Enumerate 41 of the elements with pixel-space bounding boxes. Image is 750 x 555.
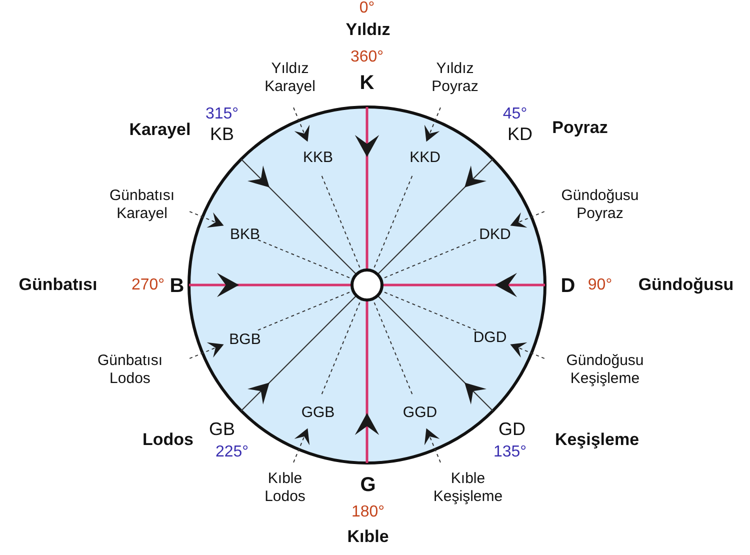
degree-label: 0° (359, 0, 375, 18)
direction-letter: K (360, 71, 374, 95)
degree-label: 225° (215, 442, 249, 462)
direction-abbreviation: BKB (230, 226, 260, 244)
wind-name: Gündoğusu Poyraz (561, 187, 639, 223)
wind-name: Karayel (129, 120, 191, 140)
wind-name: Yıldız Karayel (264, 60, 316, 96)
degree-label: 360° (350, 47, 384, 67)
direction-abbreviation: DGD (473, 329, 507, 347)
degree-label: 45° (502, 104, 528, 124)
direction-abbreviation: GGD (402, 404, 438, 422)
degree-label: 135° (493, 442, 527, 462)
wind-name: Gündoğusu Keşişleme (566, 352, 644, 388)
degree-label: 315° (205, 104, 239, 124)
degree-label: 90° (588, 275, 612, 295)
wind-name: Günbatısı Lodos (97, 352, 163, 388)
wind-name: Günbatısı Karayel (109, 187, 175, 223)
direction-abbreviation: KB (210, 124, 234, 146)
direction-letter: D (560, 274, 576, 298)
degree-label: 270° (131, 275, 165, 295)
wind-name: Gündoğusu (638, 274, 734, 296)
direction-letter: G (360, 473, 376, 497)
direction-abbreviation: KKB (303, 149, 333, 167)
wind-name: Kıble Lodos (264, 470, 306, 506)
direction-abbreviation: KKD (410, 149, 440, 167)
wind-name: Kıble (347, 526, 389, 548)
wind-name: Yıldız (346, 20, 390, 40)
direction-abbreviation: GB (209, 419, 235, 441)
wind-name: Lodos (142, 430, 194, 450)
direction-abbreviation: KD (508, 124, 532, 146)
direction-abbreviation: BGB (229, 331, 261, 349)
wind-name: Kıble Keşişleme (433, 470, 503, 506)
wind-name: Keşişleme (554, 430, 640, 450)
degree-label: 180° (351, 502, 385, 522)
direction-abbreviation: GD (498, 419, 526, 441)
wind-name: Poyraz (552, 118, 608, 138)
direction-abbreviation: GGB (301, 404, 335, 422)
wind-name: Yıldız Poyraz (432, 60, 478, 96)
direction-letter: B (170, 274, 184, 298)
wind-name: Günbatısı (18, 274, 98, 296)
direction-abbreviation: DKD (479, 226, 511, 244)
